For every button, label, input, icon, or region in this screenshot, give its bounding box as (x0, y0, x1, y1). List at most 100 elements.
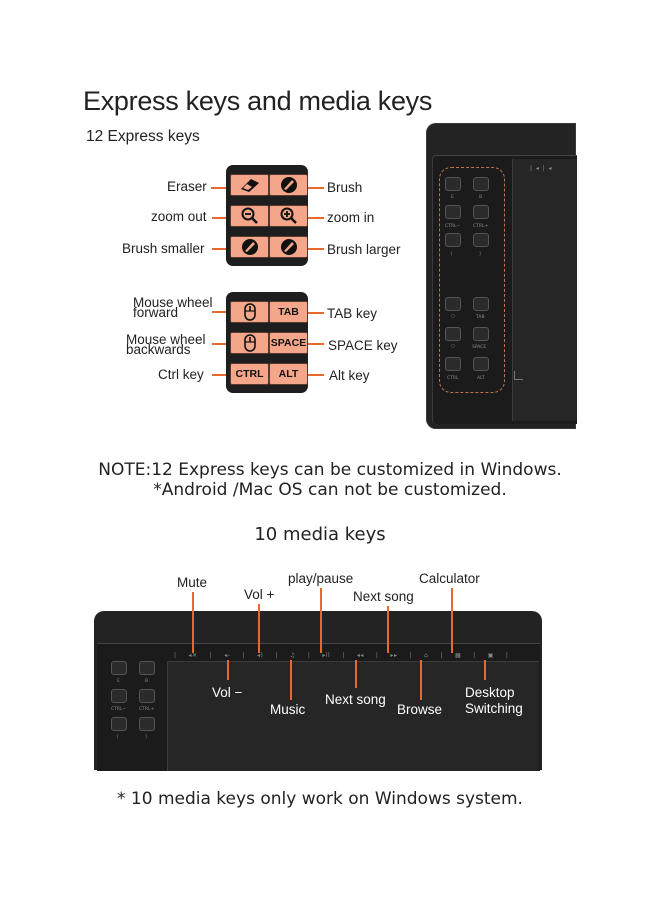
connector-line (212, 248, 227, 250)
tablet-key (473, 177, 489, 191)
tablet-key (473, 297, 489, 311)
tablet-key (473, 233, 489, 247)
label-browse: Browse (397, 702, 443, 717)
tablet-key-label: E (451, 195, 454, 200)
connector-line (307, 248, 324, 250)
label-play-pause: play/pause (288, 571, 354, 586)
tablet-key-label: [ (451, 252, 453, 257)
footnote: * 10 media keys only work on Windows sys… (117, 789, 523, 809)
express-key-highlight (439, 167, 505, 393)
connector-line (355, 660, 357, 688)
zoom-out-key (230, 205, 269, 227)
mouse-icon: ○ (451, 344, 455, 349)
connector-line (212, 374, 227, 376)
tablet-key-label: ] (479, 252, 481, 257)
tablet-key (139, 661, 155, 675)
label-music: Music (270, 702, 306, 717)
brush-icon (280, 177, 297, 193)
label-eraser: Eraser (167, 179, 207, 194)
label-mouse-wheel-backwards: Mouse wheel backwards (126, 332, 206, 357)
note-line-1: NOTE:12 Express keys can be customized i… (98, 460, 562, 480)
ctrl-key: CTRL (230, 363, 269, 385)
zoom-in-key (269, 205, 308, 227)
media-icon: | ◂ | ◂ (530, 165, 552, 172)
connector-line (320, 588, 322, 653)
brush-smaller-icon (241, 239, 258, 255)
mouse-wheel-forward-key (230, 301, 269, 323)
tablet-key (445, 327, 461, 341)
label-ctrl-key: Ctrl key (158, 367, 204, 382)
media-keys-title: 10 media keys (254, 524, 386, 545)
label-next-song-top: Next song (353, 589, 414, 604)
brush-larger-key (269, 236, 308, 258)
tablet-key-label: CTRL (447, 376, 459, 381)
connector-line (212, 311, 227, 313)
label-zoom-in: zoom in (327, 210, 375, 225)
tablet-key-label: [ (117, 735, 119, 740)
connector-line (212, 343, 227, 345)
connector-line (307, 217, 324, 219)
label-zoom-out: zoom out (151, 209, 207, 224)
tablet-key-label: ALT (477, 376, 485, 381)
connector-line (192, 592, 194, 653)
tablet-side-image: E B CTRL− CTRL+ [ ] ○ TAB ○ SPACE CTRL A… (426, 123, 577, 429)
label-brush: Brush (327, 180, 363, 195)
connector-line (387, 606, 389, 653)
tablet-key (473, 327, 489, 341)
label-mouse-wheel-forward: Mouse wheel forward (133, 295, 213, 320)
connector-line (307, 374, 324, 376)
label-tab-key: TAB key (327, 306, 378, 321)
section-subtitle: 12 Express keys (86, 128, 200, 145)
label-vol-plus: Vol + (244, 587, 275, 602)
label-switching: Switching (465, 701, 523, 716)
connector-line (212, 217, 227, 219)
connector-line (258, 604, 260, 653)
label-next-song-bottom: Next song (325, 692, 386, 707)
tablet-key-label: TAB (476, 315, 485, 320)
express-keys-panel-1 (226, 165, 308, 266)
eraser-icon (240, 179, 259, 192)
alt-key: ALT (269, 363, 308, 385)
connector-line (451, 588, 453, 653)
tablet-key (473, 357, 489, 371)
mouse-wheel-up-icon (243, 303, 256, 321)
label-brush-larger: Brush larger (327, 242, 401, 257)
connector-line (484, 660, 486, 680)
label-space-key: SPACE key (328, 338, 398, 353)
tablet-key-label: B (145, 679, 149, 684)
space-key: SPACE (269, 332, 308, 354)
brush-smaller-key (230, 236, 269, 258)
brush-key (269, 174, 308, 196)
connector-line (420, 660, 422, 700)
tablet-active-area (167, 661, 539, 771)
tablet-key (111, 661, 127, 675)
tablet-key-label: SPACE (472, 345, 487, 350)
label-alt-key: Alt key (329, 368, 370, 383)
connector-line (211, 187, 227, 189)
connector-line (307, 187, 324, 189)
tab-key: TAB (269, 301, 308, 323)
label-desktop: Desktop (465, 685, 515, 700)
connector-line (227, 660, 229, 680)
tablet-key-label: CTRL+ (473, 224, 489, 229)
tablet-key (139, 717, 155, 731)
label-brush-smaller: Brush smaller (122, 241, 205, 256)
eraser-key (230, 174, 269, 196)
tablet-key-label: ] (145, 735, 147, 740)
zoom-in-icon (280, 207, 297, 224)
tablet-key (473, 205, 489, 219)
connector-line (307, 343, 324, 345)
tablet-key-label: CTRL− (111, 707, 127, 712)
tablet-key (111, 689, 127, 703)
mouse-wheel-backwards-key (230, 332, 269, 354)
note-line-2: *Android /Mac OS can not be customized. (153, 480, 507, 500)
label-mute: Mute (177, 575, 208, 590)
mouse-wheel-down-icon (243, 334, 256, 352)
mouse-icon: ○ (451, 314, 455, 319)
page-title: Express keys and media keys (83, 86, 433, 116)
brush-larger-icon (280, 239, 297, 255)
media-key-strip: | ◂✕ | ◂- | ◂) | ♫ | ▸ll | ◂◂ | ▸▸ | ⌂ |… (174, 652, 509, 659)
active-area-corner (514, 371, 523, 380)
tablet-key (445, 297, 461, 311)
label-vol-minus: Vol − (212, 685, 243, 700)
